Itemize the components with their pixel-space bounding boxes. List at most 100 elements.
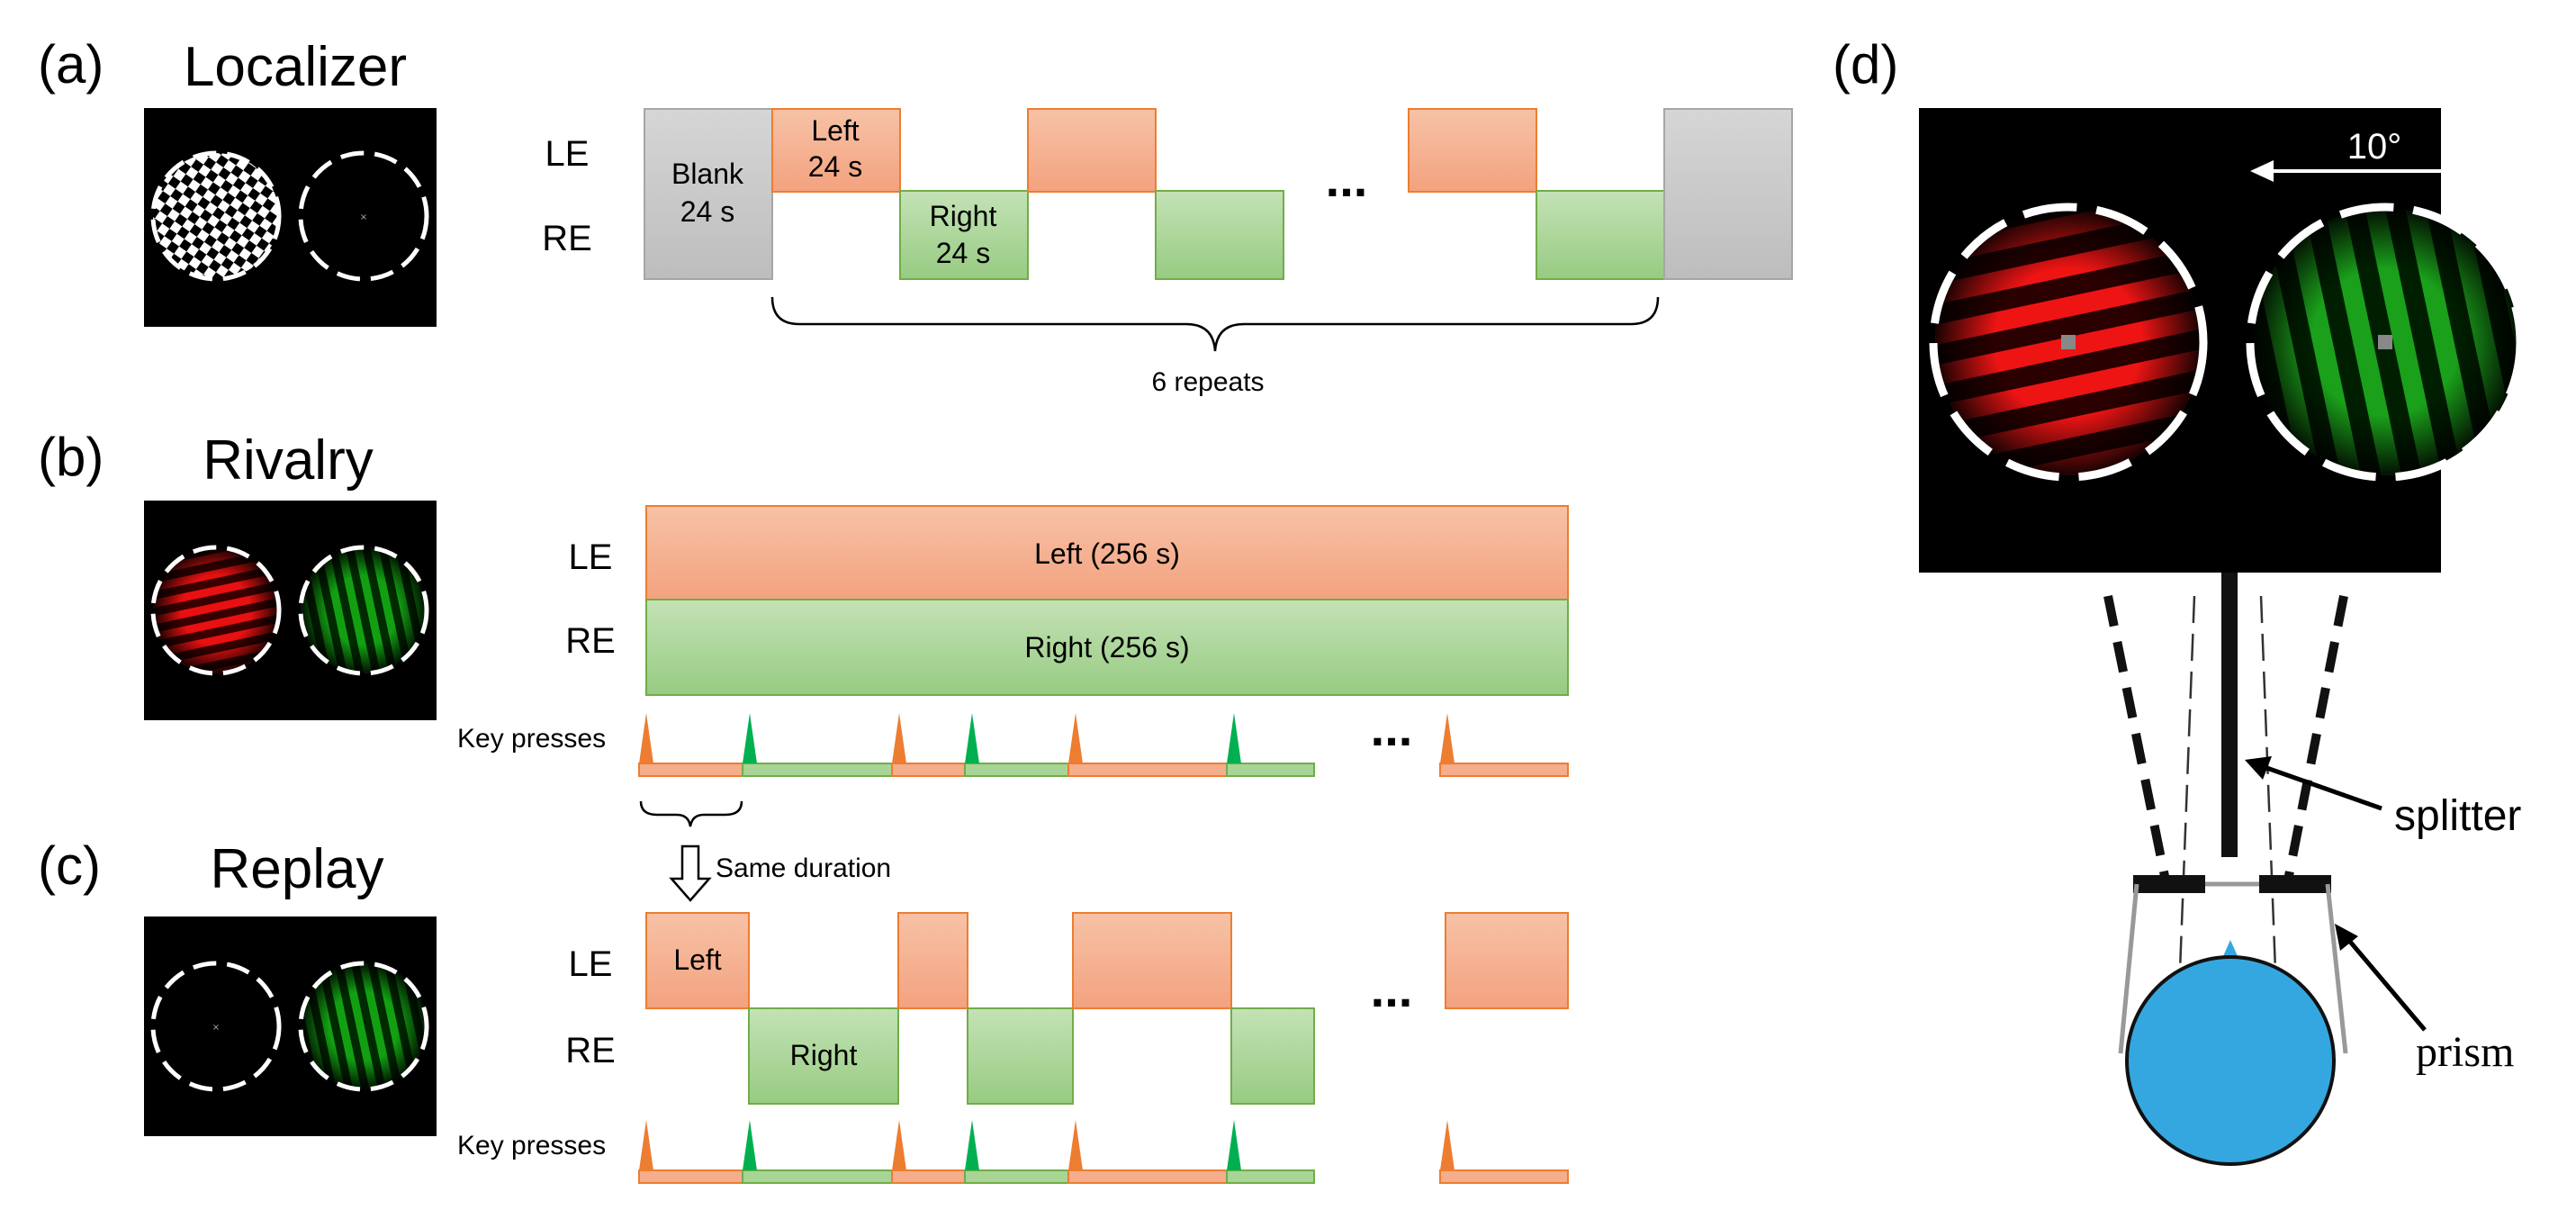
same-duration-label: Same duration [716,853,891,883]
trace-seg [1067,763,1228,777]
svg-text:×: × [212,1023,220,1033]
replay-left-label: Left [673,944,721,976]
trace-seg [1226,1169,1315,1184]
panel-a-re-label: RE [542,219,592,258]
prism-label: prism [2416,1028,2514,1076]
panel-b-key-presses-label: Key presses [457,724,606,754]
splitter [2221,573,2238,857]
down-arrow-icon [669,844,712,902]
trace-seg [964,763,1069,777]
key-press-peak [1068,1120,1083,1170]
trace-seg [1439,763,1569,777]
blank-block-line1: Blank [671,158,744,190]
replay-left-block [897,912,968,1009]
nose [2223,940,2238,956]
duration-brace [639,800,743,827]
left-block-line1: Left [811,114,859,147]
replay-left-block [645,912,750,1009]
panel-a-le-label: LE [545,134,590,174]
trace-seg [742,763,893,777]
panel-b-key-press-trace [638,713,1569,777]
key-press-peak [892,1120,906,1170]
left-block-1 [771,108,901,193]
panel-b-ellipsis: ... [1371,700,1413,756]
panel-c-re-label: RE [565,1031,616,1070]
panel-c-key-presses-label: Key presses [457,1131,606,1160]
trace-seg [638,763,743,777]
prism-right [2259,875,2331,893]
panel-d-letter: (d) [1833,34,1898,95]
ray-line [2178,595,2196,971]
panel-b: (b) Rivalry LE RE Left (256 s) Right (25… [38,427,1569,902]
key-press-peak [639,713,653,763]
blank-block-line2: 24 s [680,195,734,228]
key-press-peak [1227,713,1241,763]
rivalry-right-block [645,599,1569,696]
right-block-line1: Right [930,200,997,232]
panel-b-re-label: RE [565,621,616,661]
panel-c-ellipsis: ... [1371,961,1413,1017]
replay-left-block [1445,912,1569,1009]
panel-c: (c) Replay × LE RE Left Right ... Key pr… [38,835,1569,1184]
left-block-line2: 24 s [808,150,862,183]
trace-seg [1067,1169,1228,1184]
trace-seg [1439,1169,1569,1184]
blank-block-start [644,108,773,280]
angle-label: 10° [2347,127,2402,167]
panel-a-title: Localizer [184,36,407,98]
svg-text:×: × [360,212,367,222]
key-press-peak [639,1120,653,1170]
panel-a-letter: (a) [38,34,104,95]
replay-right-block [1230,1007,1315,1105]
panel-b-letter: (b) [38,427,104,487]
panel-a: (a) Localizer × LE RE Blank 24 s Left 24… [38,34,1793,397]
replay-stimulus-image: × [144,916,437,1136]
key-press-peak [965,713,979,763]
ray-line [2259,595,2277,971]
splitter-label: splitter [2394,792,2521,840]
panel-c-le-label: LE [569,944,613,984]
key-press-peak [1227,1120,1241,1170]
right-block-2 [1155,190,1284,280]
panel-c-key-press-trace [638,1120,1569,1184]
rivalry-left-label: Left (256 s) [1034,537,1180,570]
key-press-peak [1440,713,1455,763]
trace-seg [891,763,966,777]
panel-c-letter: (c) [38,835,101,896]
blank-block-end [1663,108,1793,280]
splitter-arrow-icon [2245,756,2272,780]
trace-seg [1226,763,1315,777]
localizer-stimulus-image: × [144,108,437,327]
prism-arrow-icon [2335,924,2358,951]
right-block-n [1536,190,1665,280]
panel-b-title: Rivalry [203,429,373,492]
rivalry-stimulus-image [144,501,437,720]
panel-c-title: Replay [211,838,384,900]
panel-b-le-label: LE [569,537,613,577]
ray-line [2282,595,2348,890]
replay-right-block [748,1007,899,1105]
key-press-peak [892,713,906,763]
trace-seg [964,1169,1069,1184]
replay-right-block [967,1007,1074,1105]
ray-line [2103,595,2172,890]
key-press-peak [743,713,757,763]
prism-left [2133,875,2205,893]
replay-left-block [1072,912,1232,1009]
replay-right-label: Right [790,1039,858,1071]
left-block-2 [1027,108,1157,193]
panel-d: (d) 10° [1833,34,2525,1166]
key-press-peak [1440,1120,1455,1170]
repeat-brace-label: 6 repeats [1151,367,1264,397]
key-press-peak [1068,713,1083,763]
rivalry-right-label: Right (256 s) [1024,631,1189,664]
trace-seg [742,1169,893,1184]
trace-seg [638,1169,743,1184]
left-block-n [1408,108,1537,193]
repeat-brace [770,296,1660,352]
key-press-peak [965,1120,979,1170]
trace-seg [891,1169,966,1184]
panel-a-ellipsis: ... [1326,150,1368,207]
eye-head [2125,955,2336,1166]
right-block-line2: 24 s [936,237,990,269]
